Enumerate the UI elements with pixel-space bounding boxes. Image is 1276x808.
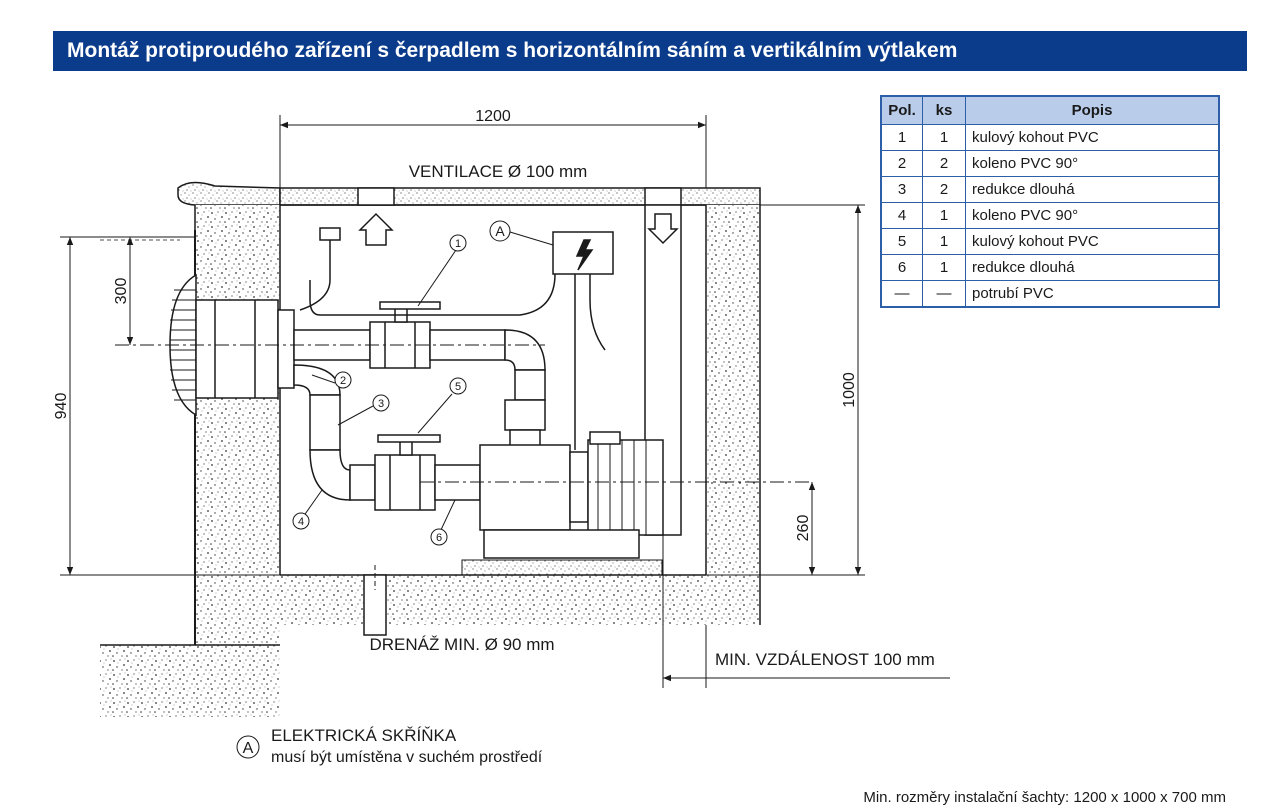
callout-3: 3 <box>372 394 390 412</box>
dimension-lines <box>60 115 950 688</box>
svg-text:3: 3 <box>378 398 384 410</box>
diagram-labels: 1200 VENTILACE Ø 100 mm 1000 940 300 260… <box>53 108 1226 806</box>
table-cell: 1 <box>922 228 966 255</box>
svg-text:6: 6 <box>436 532 442 544</box>
min-distance-label: MIN. VZDÁLENOST 100 mm <box>715 650 935 669</box>
dim-pump-axis: 260 <box>795 515 812 542</box>
svg-text:musí být umístěna v suchém pro: musí být umístěna v suchém prostředí <box>271 749 543 766</box>
drainage-label: DRENÁŽ MIN. Ø 90 mm <box>369 635 554 654</box>
table-cell: — <box>922 280 966 308</box>
part-callouts: 1 2 3 4 5 6 A <box>292 220 554 546</box>
dim-height: 1000 <box>841 372 858 408</box>
dim-width: 1200 <box>475 108 511 125</box>
col-popis: Popis <box>965 95 1220 125</box>
svg-text:4: 4 <box>298 516 304 528</box>
callout-1: 1 <box>449 234 467 252</box>
table-cell: 6 <box>880 254 923 281</box>
col-ks: ks <box>922 95 966 125</box>
table-cell: kulový kohout PVC <box>965 124 1220 151</box>
table-cell: koleno PVC 90° <box>965 202 1220 229</box>
callout-a: A <box>489 220 511 242</box>
table-cell: — <box>880 280 923 308</box>
table-cell: 5 <box>880 228 923 255</box>
table-header-row: Pol. ks Popis <box>880 95 1220 125</box>
svg-text:ELEKTRICKÁ SKŘÍŇKA: ELEKTRICKÁ SKŘÍŇKA <box>271 726 457 745</box>
centerlines <box>115 344 810 483</box>
drain-pipe <box>363 565 387 636</box>
callout-5: 5 <box>449 377 467 395</box>
table-cell: 2 <box>922 150 966 177</box>
electric-box-note: A ELEKTRICKÁ SKŘÍŇKA musí být umístěna v… <box>236 726 543 766</box>
table-cell: koleno PVC 90° <box>965 150 1220 177</box>
dim-left-total: 940 <box>53 393 70 420</box>
table-cell: redukce dlouhá <box>965 176 1220 203</box>
svg-text:1: 1 <box>455 238 461 250</box>
table-row: ——potrubí PVC <box>880 280 1220 308</box>
page-title: Montáž protiproudého zařízení s čerpadle… <box>53 31 1247 71</box>
svg-text:2: 2 <box>340 375 346 387</box>
callout-2: 2 <box>334 371 352 389</box>
ground-gravel <box>100 181 761 717</box>
svg-text:5: 5 <box>455 381 461 393</box>
table-cell: 3 <box>880 176 923 203</box>
table-cell: potrubí PVC <box>965 280 1220 308</box>
electric-box <box>299 227 614 450</box>
callout-4: 4 <box>292 512 310 530</box>
dim-left-top: 300 <box>113 278 130 305</box>
table-cell: 2 <box>922 176 966 203</box>
table-cell: 1 <box>922 254 966 281</box>
svg-text:A: A <box>495 223 505 239</box>
table-cell: 4 <box>880 202 923 229</box>
table-cell: kulový kohout PVC <box>965 228 1220 255</box>
table-cell: 1 <box>880 124 923 151</box>
callout-6: 6 <box>430 528 448 546</box>
ventilation-label: VENTILACE Ø 100 mm <box>409 162 588 181</box>
col-pol: Pol. <box>880 95 923 125</box>
svg-text:A: A <box>243 740 254 757</box>
table-cell: 2 <box>880 150 923 177</box>
footer-note: Min. rozměry instalační šachty: 1200 x 1… <box>863 789 1226 806</box>
table-cell: redukce dlouhá <box>965 254 1220 281</box>
table-cell: 1 <box>922 202 966 229</box>
table-cell: 1 <box>922 124 966 151</box>
pump-motor <box>479 431 664 559</box>
